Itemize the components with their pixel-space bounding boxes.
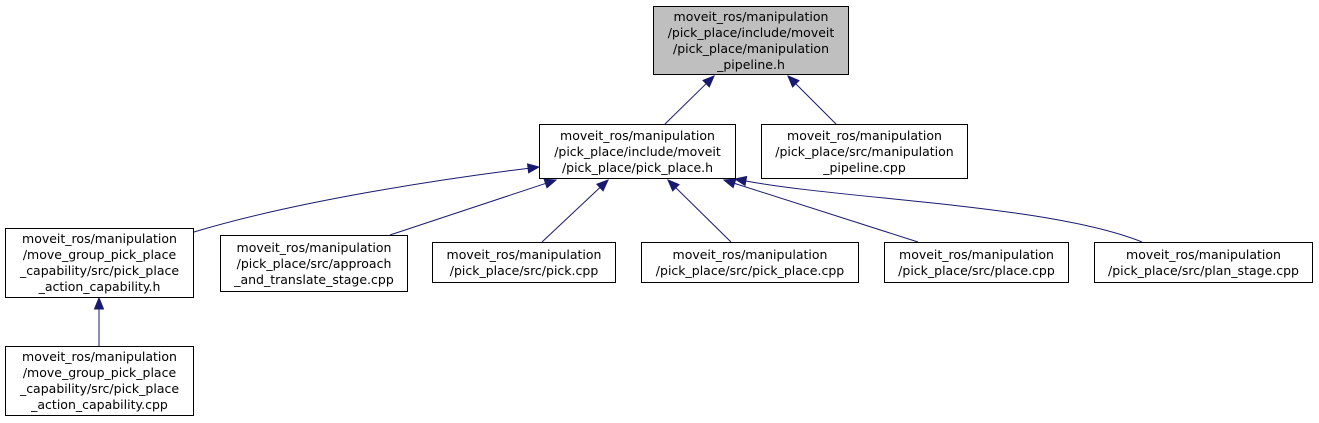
node-line: moveit_ros/manipulation bbox=[560, 127, 715, 143]
node-pick-place-h[interactable]: moveit_ros/manipulation /pick_place/incl… bbox=[539, 124, 736, 179]
node-line: /pick_place/manipulation bbox=[673, 40, 829, 56]
arrowhead-pick-place-action-capability-h bbox=[93, 296, 105, 310]
node-manipulation-pipeline-h: moveit_ros/manipulation /pick_place/incl… bbox=[653, 6, 849, 75]
arrowhead-manipulation-pipeline-h bbox=[702, 75, 715, 88]
edge-approach-and-translate-stage-cpp-to-pick-place-h bbox=[389, 182, 546, 236]
node-line: moveit_ros/manipulation bbox=[672, 246, 828, 262]
edge-pick-place-h-to-manipulation-pipeline-h bbox=[664, 83, 707, 125]
node-pick-place-action-capability-h[interactable]: moveit_ros/manipulation /move_group_pick… bbox=[5, 228, 194, 298]
node-line: moveit_ros/manipulation bbox=[673, 8, 829, 24]
node-approach-and-translate-stage-cpp[interactable]: moveit_ros/manipulation /pick_place/src/… bbox=[220, 235, 408, 292]
node-line: /pick_place/pick_place.h bbox=[561, 159, 714, 175]
arrowhead-pick-place-h bbox=[526, 163, 541, 174]
node-line: _action_capability.h bbox=[38, 279, 161, 294]
node-line: _capability/src/pick_place bbox=[19, 381, 180, 396]
node-pick-place-action-capability-cpp[interactable]: moveit_ros/manipulation /move_group_pick… bbox=[5, 346, 194, 416]
arrowhead-pick-place-h bbox=[722, 178, 737, 189]
node-line: _and_translate_stage.cpp bbox=[234, 271, 394, 287]
node-line: /pick_place/src/pick.cpp bbox=[449, 262, 599, 278]
edge-place-cpp-to-pick-place-h bbox=[734, 182, 919, 243]
edge-pick-cpp-to-pick-place-h bbox=[541, 187, 601, 243]
node-line: /pick_place/src/manipulation bbox=[775, 143, 954, 159]
node-line: _action_capability.cpp bbox=[31, 397, 168, 412]
node-pick-cpp[interactable]: moveit_ros/manipulation /pick_place/src/… bbox=[432, 242, 616, 283]
node-line: moveit_ros/manipulation bbox=[446, 246, 602, 262]
node-line: /pick_place/src/place.cpp bbox=[898, 262, 1055, 278]
node-line: /pick_place/src/approach bbox=[236, 255, 392, 271]
arrowhead-manipulation-pipeline-h bbox=[787, 75, 800, 88]
node-line: /pick_place/include/moveit bbox=[554, 143, 721, 159]
node-line: /pick_place/src/plan_stage.cpp bbox=[1108, 262, 1299, 278]
node-line: moveit_ros/manipulation bbox=[1126, 246, 1281, 262]
node-line: moveit_ros/manipulation bbox=[787, 127, 942, 143]
arrowhead-pick-place-h bbox=[733, 175, 748, 187]
node-pick-place-cpp[interactable]: moveit_ros/manipulation /pick_place/src/… bbox=[641, 242, 859, 283]
edge-plan-stage-cpp-to-pick-place-h bbox=[745, 180, 1143, 243]
node-line: _pipeline.cpp bbox=[823, 159, 906, 175]
node-line: /move_group_pick_place bbox=[22, 247, 177, 262]
arrowhead-pick-place-h bbox=[667, 179, 680, 192]
arrowhead-pick-place-h bbox=[543, 178, 558, 189]
node-line: /pick_place/src/pick_place.cpp bbox=[655, 262, 845, 278]
node-line: /move_group_pick_place bbox=[22, 365, 177, 380]
node-plan-stage-cpp[interactable]: moveit_ros/manipulation /pick_place/src/… bbox=[1094, 242, 1313, 283]
node-line: /pick_place/include/moveit bbox=[667, 24, 835, 40]
node-manipulation-pipeline-cpp[interactable]: moveit_ros/manipulation /pick_place/src/… bbox=[761, 124, 968, 179]
edge-pick-place-action-capability-h-to-pick-place-h bbox=[193, 167, 529, 233]
edge-manipulation-pipeline-cpp-to-manipulation-pipeline-h bbox=[795, 83, 837, 125]
node-line: moveit_ros/manipulation bbox=[22, 231, 177, 246]
node-line: moveit_ros/manipulation bbox=[22, 349, 177, 364]
node-line: _capability/src/pick_place bbox=[19, 263, 180, 278]
node-line: _pipeline.h bbox=[717, 56, 785, 72]
edge-pick-place-cpp-to-pick-place-h bbox=[675, 187, 732, 243]
node-place-cpp[interactable]: moveit_ros/manipulation /pick_place/src/… bbox=[884, 242, 1069, 283]
node-line: moveit_ros/manipulation bbox=[236, 239, 392, 255]
arrowhead-pick-place-h bbox=[596, 179, 609, 192]
node-line: moveit_ros/manipulation bbox=[899, 246, 1054, 262]
